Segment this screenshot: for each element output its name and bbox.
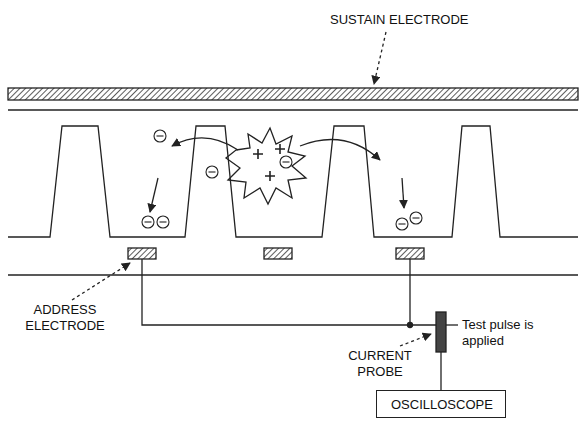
instrument-box: OSCILLOSCOPE (376, 390, 506, 418)
address-electrode (396, 248, 424, 259)
leader-line (400, 334, 431, 346)
junction-dot (408, 323, 413, 328)
wire (142, 259, 436, 325)
electrode-label: ADDRESS ELECTRODE (10, 302, 120, 334)
probe-cable (440, 352, 441, 390)
ion-symbol (275, 144, 285, 154)
ion-symbol (265, 171, 275, 181)
electron-symbol (206, 166, 218, 178)
discharge-burst (226, 128, 306, 204)
electron-symbol (157, 135, 164, 136)
electron-symbol (160, 221, 167, 222)
charge-symbols (142, 130, 422, 230)
current-probe (436, 312, 446, 352)
electron-symbol (410, 212, 422, 224)
barrier-ribs (8, 126, 578, 237)
address-electrode (264, 248, 292, 259)
sustain-electrode (8, 88, 578, 100)
wire (446, 324, 458, 325)
electron-symbol (413, 217, 420, 218)
rear-plate-line (8, 274, 578, 275)
signal-label: Test pulse is applied (462, 317, 572, 349)
electron-symbol (283, 161, 290, 162)
front-plate-line (8, 109, 578, 110)
electron-symbol (280, 156, 292, 168)
ion-symbol (253, 149, 263, 159)
electron-symbol (145, 221, 152, 222)
box-label: OSCILLOSCOPE (391, 397, 491, 413)
electron-symbol (142, 216, 154, 228)
electron-symbol (209, 171, 216, 172)
wire (409, 259, 410, 325)
address-electrode (128, 248, 156, 259)
leader-line (72, 263, 130, 300)
leader-line (374, 32, 386, 84)
electron-symbol (396, 218, 408, 230)
electron-symbol (154, 130, 166, 142)
probe-label: CURRENT PROBE (340, 348, 420, 380)
electron-symbol (157, 216, 169, 228)
flow-arrow (172, 138, 238, 150)
flow-arrow (402, 178, 404, 208)
electron-symbol (399, 223, 406, 224)
flow-arrow (300, 140, 380, 160)
electrode-label: SUSTAIN ELECTRODE (330, 12, 468, 28)
flow-arrow (150, 178, 158, 212)
